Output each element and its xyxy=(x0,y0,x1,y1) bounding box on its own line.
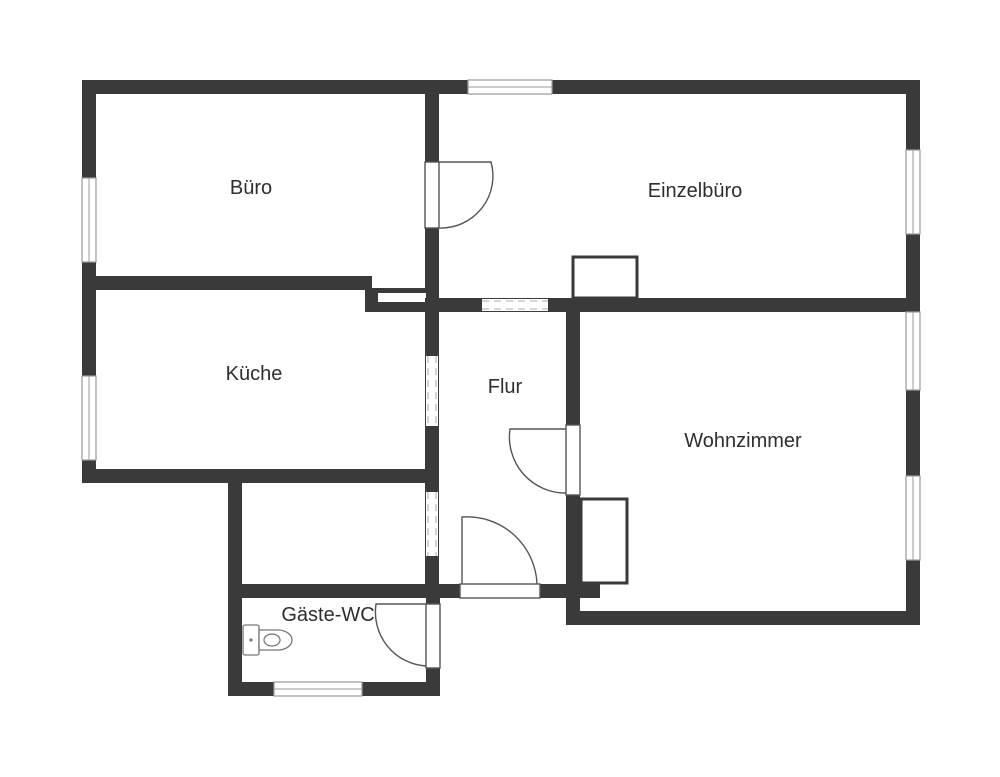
room-label-kueche: Küche xyxy=(226,363,283,385)
room-label-wohnzimmer: Wohnzimmer xyxy=(684,430,802,452)
wall-storage-wc xyxy=(228,584,600,598)
windows xyxy=(81,79,921,697)
wall-buero-kueche xyxy=(82,276,372,290)
fixtures xyxy=(242,255,639,656)
room-label-gaeste-wc: Gäste-WC xyxy=(281,604,374,626)
shaft-inner xyxy=(580,598,590,611)
door-swing-arc xyxy=(461,516,538,585)
opening-kueche-flur xyxy=(426,356,438,426)
doors xyxy=(374,161,581,669)
chimney-shaft-inner xyxy=(378,293,426,302)
door-wc xyxy=(425,603,441,669)
door-swing-arc xyxy=(374,603,427,667)
door-einzelbuero xyxy=(424,161,440,229)
opening-einzelbuero-flur xyxy=(482,299,548,311)
door-swing-arc xyxy=(508,428,567,494)
room-label-einzelbuero: Einzelbüro xyxy=(648,180,743,202)
door-wohnzimmer xyxy=(565,424,581,496)
wall-einzelbuero-bottom xyxy=(425,298,920,312)
openings xyxy=(426,299,548,556)
wall-kueche-bottom xyxy=(82,469,439,483)
room-labels: Büro Einzelbüro Küche Flur Wohnzimmer Gä… xyxy=(226,177,802,626)
room-label-buero: Büro xyxy=(230,177,272,199)
cabinet-wohnzimmer xyxy=(579,497,629,585)
opening-storage-flur xyxy=(426,492,438,556)
wall-storage-left xyxy=(228,469,242,695)
wall-wohnzimmer-bottom xyxy=(566,611,920,625)
cabinet-einzelbuero xyxy=(571,255,639,300)
room-label-flur: Flur xyxy=(488,376,523,398)
door-flur-bottom xyxy=(459,583,541,599)
door-swing-arc xyxy=(438,161,494,229)
toilet-icon xyxy=(242,624,293,656)
